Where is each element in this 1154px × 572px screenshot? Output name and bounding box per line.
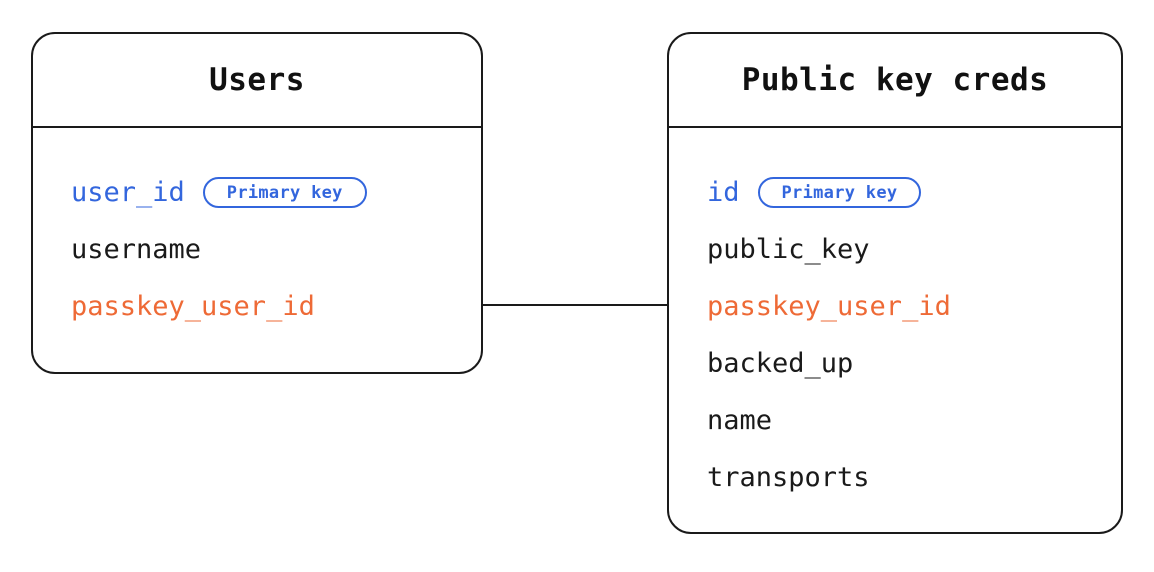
field-name: passkey_user_id [707,291,951,322]
field-row[interactable]: username [33,221,481,278]
field-row[interactable]: passkey_user_id [33,278,481,335]
entity-public-key-creds-header-divider [669,126,1121,128]
entity-public-key-creds-title: Public key creds [741,62,1049,98]
field-row[interactable]: passkey_user_id [669,278,1121,335]
field-name: public_key [707,234,870,265]
primary-key-badge: Primary key [757,177,922,208]
field-row[interactable]: transports [669,449,1121,506]
field-name: id [707,177,740,208]
entity-public-key-creds[interactable]: Public key creds id Primary key public_key… [667,32,1123,534]
primary-key-badge: Primary key [202,177,367,208]
relationship-connector-line [481,304,669,306]
field-name: name [707,405,773,436]
field-row[interactable]: name [669,392,1121,449]
entity-users-title: Users [209,62,305,98]
field-row[interactable]: public_key [669,221,1121,278]
field-name: backed_up [707,348,854,379]
field-name: user_id [71,177,185,208]
field-row[interactable]: backed_up [669,335,1121,392]
field-name: username [71,234,202,265]
field-row[interactable]: user_id Primary key [33,164,481,221]
entity-users-header-divider [33,126,481,128]
field-name: passkey_user_id [71,291,315,322]
field-name: transports [707,462,870,493]
field-row[interactable]: id Primary key [669,164,1121,221]
